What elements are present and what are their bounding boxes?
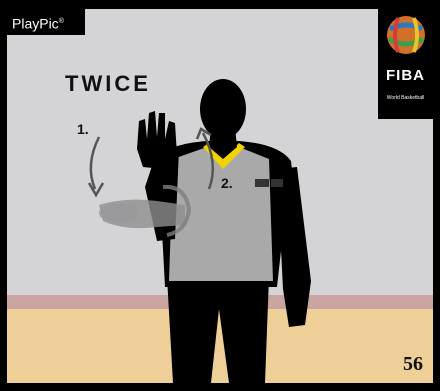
referee-head	[200, 79, 246, 139]
arrow-down-head	[89, 183, 103, 195]
shirt-badge-right	[271, 179, 283, 187]
referee-legs	[167, 277, 269, 383]
illustration-panel: TWICE 1. 2. PlayPic® FIBA World Basketba…	[7, 9, 433, 383]
playpic-logo: PlayPic®	[7, 9, 85, 35]
raised-hand	[137, 111, 177, 169]
page-number: 56	[403, 353, 423, 376]
referee-figure	[7, 9, 433, 383]
shirt-badge-left	[255, 179, 269, 187]
arrow-down	[91, 137, 99, 189]
step-one-label: 1.	[77, 121, 89, 137]
ghost-hand	[99, 203, 139, 223]
brand-name: PlayPic	[12, 16, 59, 32]
fiba-logo: FIBA World Basketball	[378, 9, 433, 119]
signal-title: TWICE	[65, 71, 151, 97]
brand-mark: ®	[59, 18, 64, 25]
step-two-label: 2.	[221, 175, 233, 191]
basketball-globe-icon	[386, 15, 426, 55]
fiba-wordmark: FIBA	[378, 67, 433, 84]
referee-right-arm	[277, 167, 311, 327]
fiba-tagline: World Basketball	[378, 95, 433, 101]
